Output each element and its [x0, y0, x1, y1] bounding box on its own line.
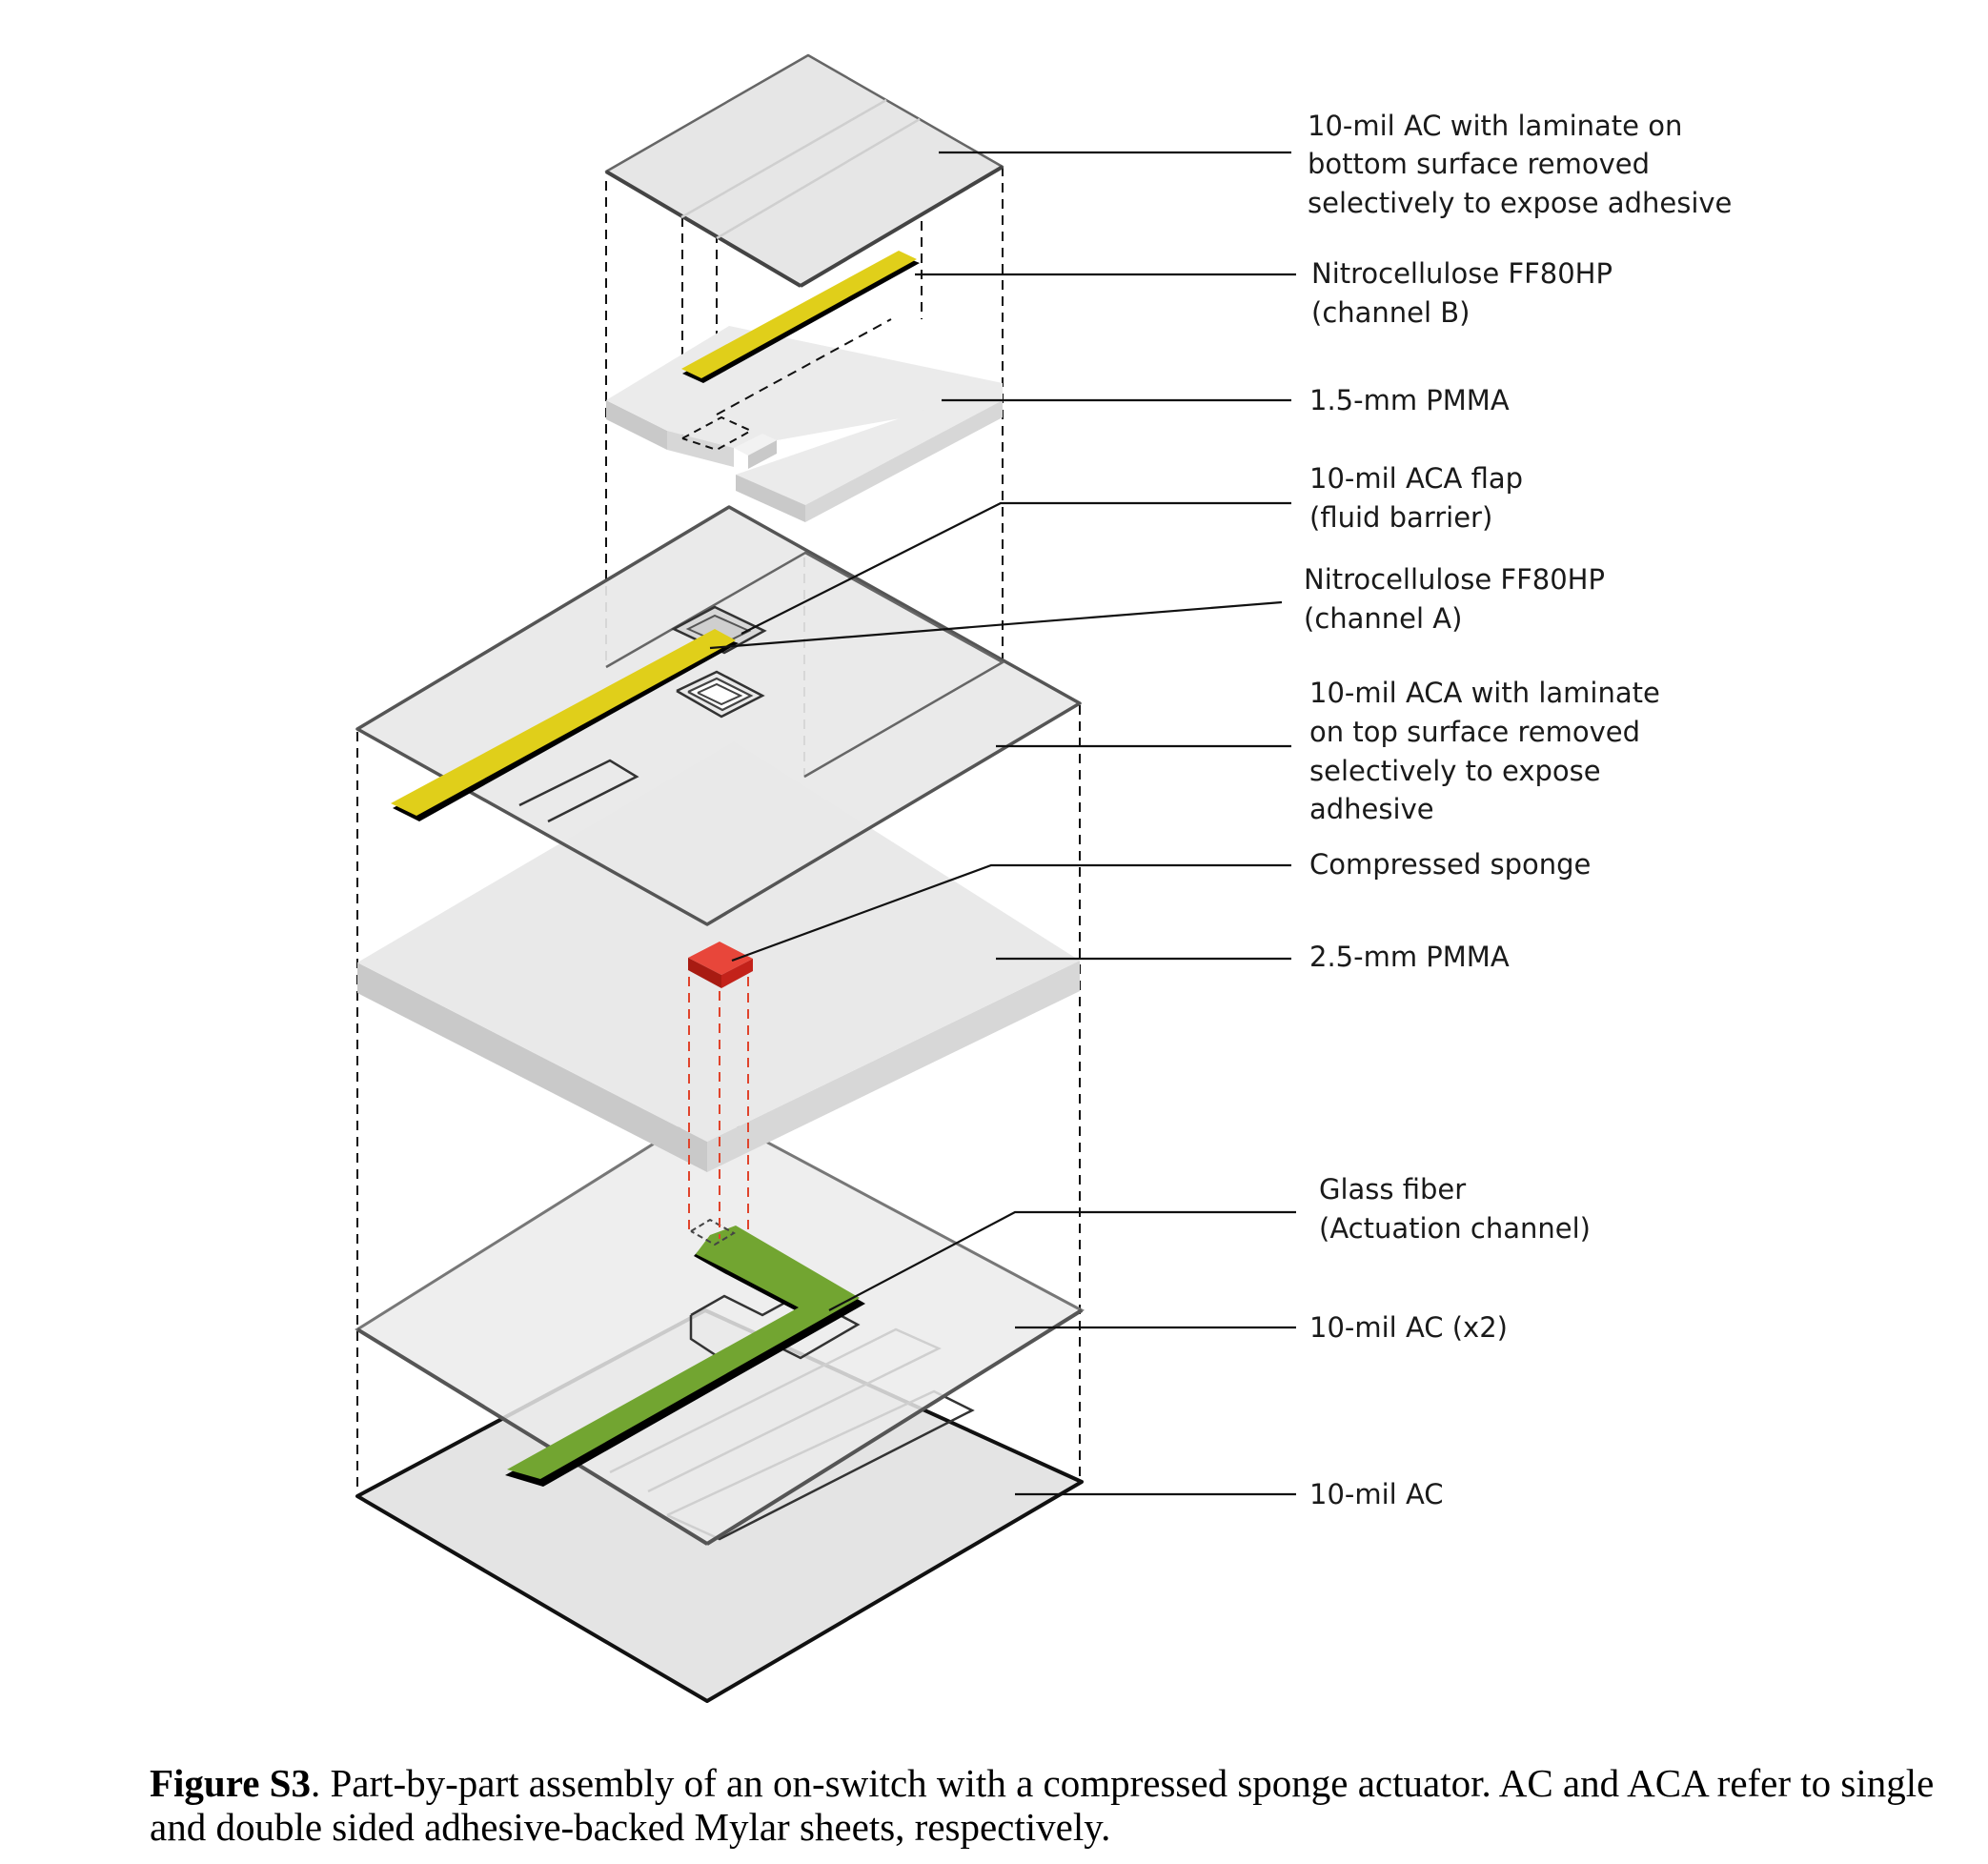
compressed-sponge — [688, 942, 753, 988]
label-pmma-2-5mm: 2.5-mm PMMA — [1309, 941, 1510, 973]
svg-text:(fluid barrier): (fluid barrier) — [1309, 501, 1492, 534]
caption-text: . Part-by-part assembly of an on-switch … — [150, 1761, 1935, 1849]
label-nitrocellulose-a: Nitrocellulose FF80HP (channel A) — [1304, 563, 1605, 635]
svg-text:10-mil ACA flap: 10-mil ACA flap — [1309, 462, 1523, 495]
svg-text:selectively to expose adhesive: selectively to expose adhesive — [1308, 187, 1732, 219]
layer-ac-top — [604, 53, 1004, 288]
layer-pmma-1-5mm — [606, 318, 1003, 522]
caption-prefix: Figure S3 — [150, 1761, 311, 1805]
svg-text:(Actuation channel): (Actuation channel) — [1319, 1212, 1591, 1245]
svg-text:on top surface removed: on top surface removed — [1309, 716, 1640, 748]
svg-text:1.5-mm PMMA: 1.5-mm PMMA — [1309, 384, 1510, 416]
svg-text:bottom surface removed: bottom surface removed — [1308, 148, 1650, 180]
figure-caption: Figure S3. Part-by-part assembly of an o… — [150, 1761, 1951, 1849]
svg-text:10-mil AC (x2): 10-mil AC (x2) — [1309, 1311, 1508, 1344]
svg-text:10-mil ACA with laminate: 10-mil ACA with laminate — [1309, 677, 1660, 709]
leader-lines — [709, 151, 1296, 1496]
label-top-ac: 10-mil AC with laminate on bottom surfac… — [1308, 110, 1732, 219]
label-compressed-sponge: Compressed sponge — [1309, 848, 1591, 881]
svg-text:10-mil AC: 10-mil AC — [1309, 1478, 1444, 1510]
svg-text:selectively to expose: selectively to expose — [1309, 755, 1601, 787]
glass-fiber-channel — [505, 1226, 865, 1487]
svg-text:2.5-mm PMMA: 2.5-mm PMMA — [1309, 941, 1510, 973]
svg-text:(channel B): (channel B) — [1311, 296, 1471, 329]
label-aca-top: 10-mil ACA with laminate on top surface … — [1309, 677, 1660, 825]
svg-text:adhesive: adhesive — [1309, 793, 1434, 825]
label-aca-flap: 10-mil ACA flap (fluid barrier) — [1309, 462, 1523, 534]
svg-text:Nitrocellulose FF80HP: Nitrocellulose FF80HP — [1304, 563, 1605, 596]
nitrocellulose-channel-b — [681, 251, 920, 383]
label-glass-fiber: Glass fiber (Actuation channel) — [1319, 1173, 1591, 1245]
nitrocellulose-channel-a — [391, 629, 739, 821]
svg-text:Compressed sponge: Compressed sponge — [1309, 848, 1591, 881]
svg-text:Nitrocellulose FF80HP: Nitrocellulose FF80HP — [1311, 257, 1613, 290]
layer-pmma-2-5mm — [357, 741, 1080, 1239]
label-ac-bottom: 10-mil AC — [1309, 1478, 1444, 1510]
svg-text:Glass fiber: Glass fiber — [1319, 1173, 1466, 1206]
svg-text:10-mil AC with laminate on: 10-mil AC with laminate on — [1308, 110, 1682, 142]
label-pmma-1-5mm: 1.5-mm PMMA — [1309, 384, 1510, 416]
svg-text:(channel A): (channel A) — [1304, 602, 1462, 635]
label-nitrocellulose-b: Nitrocellulose FF80HP (channel B) — [1311, 257, 1613, 329]
layer-aca-top — [355, 505, 1082, 926]
label-ac-x2: 10-mil AC (x2) — [1309, 1311, 1508, 1344]
layer-ac-x2 — [355, 1108, 1085, 1546]
